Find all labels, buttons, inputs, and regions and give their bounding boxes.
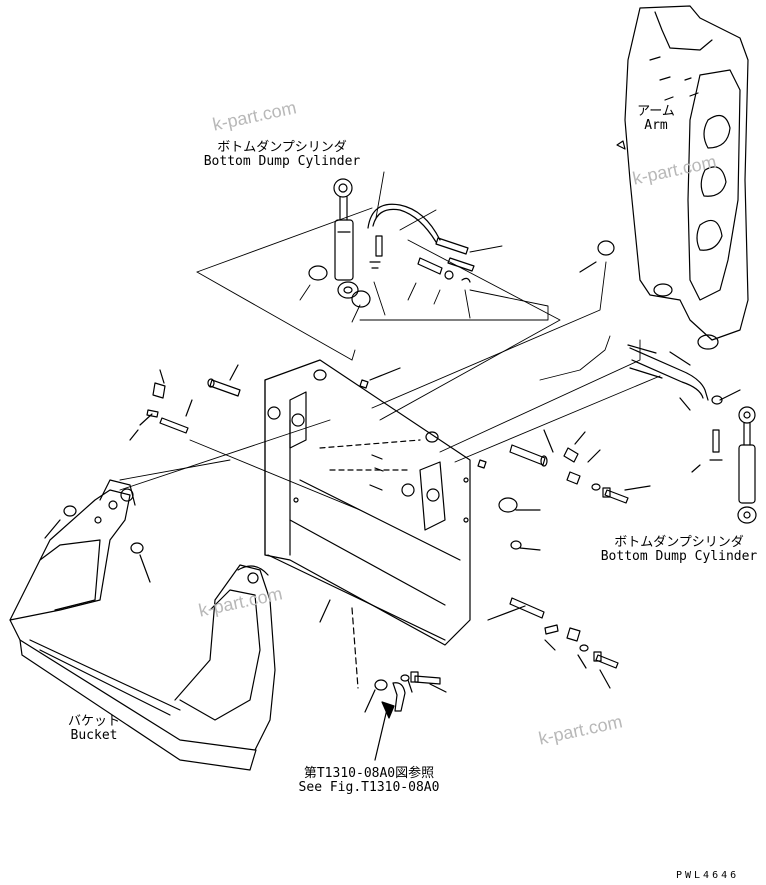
- label-jp: アーム: [637, 104, 675, 119]
- pins-right: [477, 429, 651, 689]
- label-bottom-dump-cylinder-top: ボトムダンプシリンダ Bottom Dump Cylinder: [196, 141, 368, 169]
- pins-left: [129, 364, 401, 441]
- label-en: Arm: [644, 118, 668, 133]
- label-en: See Fig.T1310-08A0: [298, 780, 440, 795]
- drawing-code: PWL4646: [676, 870, 740, 881]
- bucket-part: [9, 479, 331, 771]
- leader-lines-top: [299, 171, 503, 323]
- label-jp: 第T1310-08A0図参照: [303, 766, 435, 781]
- link-frame: [264, 359, 471, 646]
- label-jp: ボトムダンプシリンダ: [614, 535, 744, 550]
- group-outlines: [119, 207, 661, 511]
- label-en: Bucket: [70, 728, 118, 743]
- hydraulic-hose-top: [367, 203, 475, 283]
- bottom-dump-cylinder-right: [627, 344, 757, 524]
- bushing-arm: [579, 240, 615, 273]
- label-bucket: バケット Bucket: [62, 715, 126, 743]
- bottom-dump-cylinder-top: [308, 178, 371, 308]
- label-jp: ボトムダンプシリンダ: [217, 140, 347, 155]
- label-see-fig: 第T1310-08A0図参照 See Fig.T1310-08A0: [280, 767, 458, 795]
- label-arm: アーム Arm: [628, 105, 684, 133]
- label-en: Bottom Dump Cylinder: [203, 154, 361, 169]
- label-jp: バケット: [67, 714, 120, 729]
- label-bottom-dump-cylinder-right: ボトムダンプシリンダ Bottom Dump Cylinder: [594, 536, 764, 564]
- arm-part: [616, 5, 749, 350]
- bottom-bolt-group: [351, 607, 447, 761]
- label-en: Bottom Dump Cylinder: [600, 549, 758, 564]
